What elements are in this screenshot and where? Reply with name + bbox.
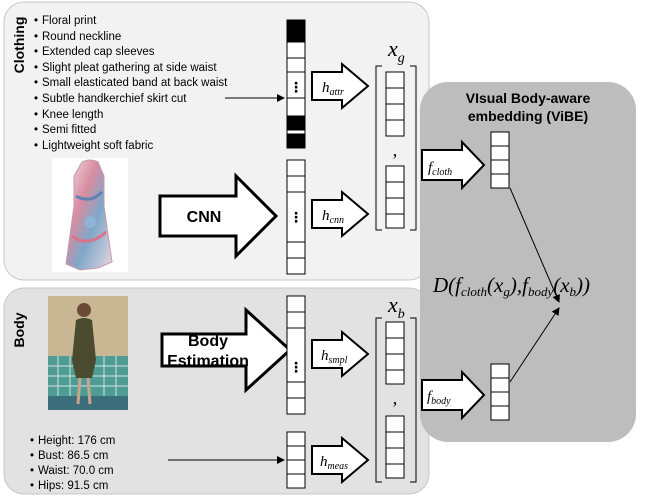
attr-bullet: • xyxy=(34,62,38,74)
attr-item: Knee length xyxy=(42,109,103,121)
attr-item: Extended cap sleeves xyxy=(42,46,155,58)
attr-bullet: • xyxy=(34,93,38,105)
attr-bullet: • xyxy=(34,109,38,121)
attr-bullet: • xyxy=(34,46,38,58)
attr-bullet: • xyxy=(34,77,38,89)
meas-bullet: • xyxy=(30,435,34,447)
attr-bullet: • xyxy=(34,124,38,136)
body-to-distance-arrow xyxy=(509,307,560,383)
h-meas-arrow xyxy=(311,435,370,485)
h-smpl-arrow xyxy=(311,329,370,379)
xb-meas-part xyxy=(385,415,405,479)
person-image xyxy=(48,296,128,410)
meas-item: Bust: 86.5 cm xyxy=(38,450,108,462)
xb-smpl-part xyxy=(385,321,405,385)
attr-bullet: • xyxy=(34,31,38,43)
meas-vector xyxy=(286,431,306,489)
attr-vector xyxy=(286,19,306,149)
vibe-title-line-2: embedding (ViBE) xyxy=(468,108,588,124)
f-body-arrow xyxy=(421,369,486,421)
attr-item: Floral print xyxy=(42,15,97,27)
meas-item: Waist: 70.0 cm xyxy=(38,465,114,477)
xg-bracket-right xyxy=(410,65,417,231)
cloth-to-distance-arrow xyxy=(509,187,560,303)
xg-attr-part xyxy=(385,71,405,137)
cloth-embedding-vector xyxy=(490,131,510,189)
meas-item: Hips: 91.5 cm xyxy=(38,480,108,492)
h-attr-arrow xyxy=(311,61,370,111)
h-smpl-label: hsmpl xyxy=(321,348,348,366)
attr-item: Lightweight soft fabric xyxy=(42,140,153,152)
cnn-vector xyxy=(286,159,306,275)
h-cnn-arrow xyxy=(311,189,370,239)
h-attr-label: hattr xyxy=(322,80,344,98)
meas-bullet: • xyxy=(30,450,34,462)
clothing-attribute-list: • Floral print • Round neckline • Extend… xyxy=(34,15,228,152)
meas-item: Height: 176 cm xyxy=(38,435,115,447)
body-estimation-arrow xyxy=(160,306,293,394)
h-meas-label: hmeas xyxy=(320,454,348,472)
xb-comma: , xyxy=(393,388,398,408)
meas-bullet: • xyxy=(30,480,34,492)
cnn-vector-dots: ⋮ xyxy=(289,209,303,225)
attr-item: Subtle handkerchief skirt cut xyxy=(42,93,187,105)
xb-bracket-left xyxy=(375,317,382,483)
attr-bullet: • xyxy=(34,140,38,152)
attr-item: Small elasticated band at back waist xyxy=(42,77,228,89)
f-body-label: fbody xyxy=(427,389,451,407)
attr-item: Semi fitted xyxy=(42,124,96,136)
attr-item: Round neckline xyxy=(42,31,121,43)
dress-image xyxy=(52,158,128,272)
body-estimation-label-1: Body xyxy=(188,333,228,350)
h-cnn-label: hcnn xyxy=(322,208,344,226)
f-cloth-arrow xyxy=(421,139,486,191)
cnn-arrow xyxy=(158,172,279,260)
attr-bullet: • xyxy=(34,15,38,27)
clothing-label: Clothing xyxy=(11,17,27,74)
xg-cnn-part xyxy=(385,165,405,229)
measurement-list: • Height: 176 cm • Bust: 86.5 cm • Waist… xyxy=(30,435,115,492)
distance-formula: D(fcloth(xg),fbody(xb)) xyxy=(432,273,590,299)
body-estimation-label-2: Estimation xyxy=(167,353,249,370)
vibe-title-line-1: VIsual Body-aware xyxy=(466,90,591,106)
xg-bracket-left xyxy=(375,65,382,231)
smpl-vector-dots: ⋮ xyxy=(289,359,303,375)
meas-bullet: • xyxy=(30,465,34,477)
smpl-vector xyxy=(286,295,306,415)
attr-item: Slight pleat gathering at side waist xyxy=(42,62,217,74)
xb-bracket-right xyxy=(410,317,417,483)
xg-label: xg xyxy=(387,36,405,66)
body-label: Body xyxy=(11,312,27,347)
attr-vector-dots: ⋮ xyxy=(289,79,303,95)
body-embedding-vector xyxy=(490,363,510,421)
xg-comma: , xyxy=(393,140,398,160)
f-cloth-label: fcloth xyxy=(428,160,452,178)
cnn-label: CNN xyxy=(187,209,222,226)
xb-label: xb xyxy=(387,292,405,322)
